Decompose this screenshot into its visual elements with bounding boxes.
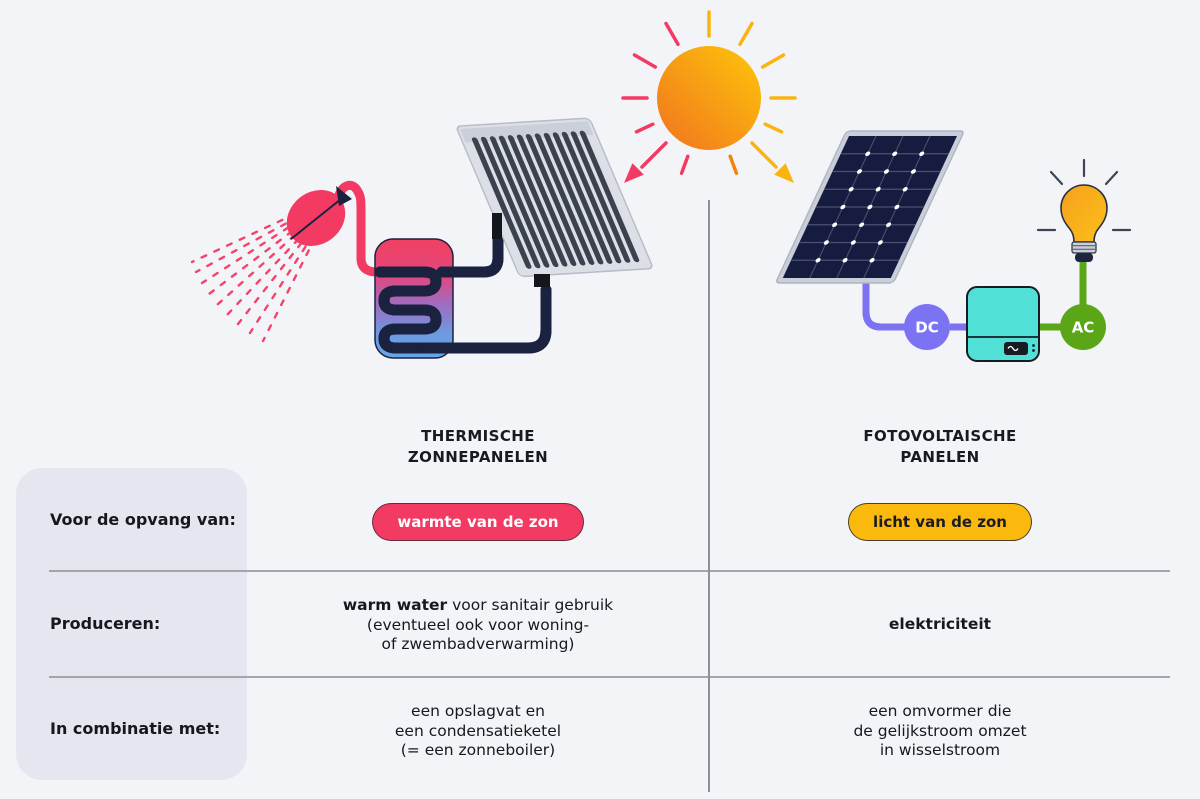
thermal-column-title: THERMISCHE ZONNEPANELEN [288, 426, 668, 468]
thermal-title-line2: ZONNEPANELEN [407, 448, 549, 466]
pv-pipe-ac [1038, 260, 1087, 331]
dc-label: DC [915, 319, 938, 337]
thermal-combine-line3: (= een zonneboiler) [400, 741, 556, 759]
thermal-produce-line1: warm water voor sanitair gebruik [342, 596, 614, 614]
thermal-panel-icon [456, 117, 653, 287]
thermal-combine-text: een opslagvat en een condensatieketel (=… [288, 702, 668, 761]
thermal-combine-line1: een opslagvat en [411, 702, 545, 720]
column-divider [708, 200, 710, 792]
row-divider-2 [49, 676, 1170, 678]
hot-pipe [436, 232, 504, 278]
row-label-capture: Voor de opvang van: [50, 510, 236, 529]
pv-combine-text: een omvormer die de gelijkstroom omzet i… [750, 702, 1130, 761]
pv-panel-icon [776, 130, 964, 284]
shower-spray [190, 212, 317, 343]
pv-column-title: FOTOVOLTAISCHE PANELEN [750, 426, 1130, 468]
thermal-pill: warmte van de zon [372, 503, 584, 541]
lightbulb-icon [1036, 158, 1132, 262]
row-divider-1 [49, 570, 1170, 572]
ac-label: AC [1072, 319, 1095, 337]
pv-pill-container: licht van de zon [750, 502, 1130, 542]
thermal-title-line1: THERMISCHE [421, 427, 535, 445]
ac-node: AC [1060, 304, 1106, 350]
pv-produce-text: elektriciteit [888, 615, 992, 633]
thermal-pill-container: warmte van de zon [288, 502, 668, 542]
pv-pipe-dc [862, 278, 968, 331]
thermal-produce-text: warm water voor sanitair gebruik (eventu… [288, 596, 668, 655]
cold-pipe [418, 284, 552, 354]
inverter-icon [966, 286, 1040, 362]
boiler-tank-icon [374, 238, 454, 359]
row-label-produce: Produceren: [50, 614, 161, 633]
pv-pill: licht van de zon [848, 503, 1032, 541]
thermal-produce-line3: of zwembadverwarming) [381, 635, 575, 653]
shower-head-icon [286, 180, 393, 277]
pv-combine-line2: de gelijkstroom omzet [853, 721, 1027, 740]
thermal-combine-line2: een condensatieketel [394, 721, 562, 740]
row-label-combine: In combinatie met: [50, 719, 221, 738]
pv-title-line2: PANELEN [900, 448, 980, 466]
pv-title-line1: FOTOVOLTAISCHE [863, 427, 1017, 445]
row-labels-panel [16, 468, 247, 780]
pv-combine-line1: een omvormer die [868, 702, 1012, 720]
sun-arrow-right [750, 141, 794, 183]
dc-node: DC [904, 304, 950, 350]
thermal-produce-line2: (eventueel ook voor woning- [366, 615, 590, 634]
sun-icon [621, 10, 797, 183]
sun-arrow-left [624, 141, 668, 183]
pv-combine-line3: in wisselstroom [879, 741, 1001, 759]
